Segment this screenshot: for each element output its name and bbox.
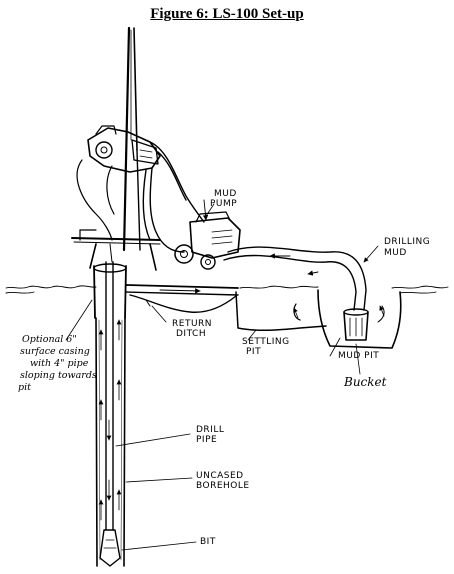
drill-pipe-label-2: PIPE [196, 435, 217, 445]
suction-hose [223, 246, 367, 311]
swivel-hoses [142, 141, 205, 253]
ground-surface [5, 285, 449, 294]
mud-pump [174, 199, 241, 270]
mud-pump-label-2: PUMP [210, 199, 237, 209]
return-ditch-label: RETURN [172, 319, 212, 329]
uncased-borehole [95, 317, 126, 567]
settling-pit-label: SETTLING [242, 337, 290, 347]
figure-title: Figure 6: LS-100 Set-up [150, 6, 304, 22]
settling-pit-label-2: PIT [246, 347, 261, 357]
bit-label: BIT [200, 537, 216, 547]
bucket-label: Bucket [343, 375, 387, 389]
casing-note-line-2: surface casing [20, 346, 90, 357]
casing-note-line-3: with 4" pipe [30, 358, 89, 369]
drill-bit [99, 529, 121, 567]
leader-lines [65, 203, 379, 551]
casing-note-line-4: sloping towards [20, 370, 97, 381]
drill-pipe [105, 261, 114, 531]
drill-frame [71, 229, 161, 271]
mud-pump-label: MUD [214, 189, 237, 199]
drilling-mud-label-2: MUD [384, 248, 407, 258]
surface-casing [93, 263, 127, 319]
mud-pit-label: MUD PIT [338, 351, 379, 361]
mast [122, 26, 141, 252]
drilling-mud-label: DRILLING [384, 237, 430, 247]
settling-pit [235, 291, 327, 332]
casing-note-line-1: Optional 6" [22, 334, 77, 345]
uncased-borehole-label: UNCASED [196, 471, 244, 481]
drill-head [76, 125, 161, 241]
mud-pit [317, 289, 402, 349]
return-ditch [129, 294, 237, 313]
return-pipe [125, 284, 239, 296]
annulus-flow-arrows [98, 319, 122, 521]
uncased-borehole-label-2: BOREHOLE [196, 481, 250, 491]
drill-pipe-label: DRILL [196, 425, 224, 435]
casing-note-line-5: pit [18, 382, 31, 393]
bucket [343, 308, 369, 341]
return-ditch-label-2: DITCH [176, 329, 206, 339]
